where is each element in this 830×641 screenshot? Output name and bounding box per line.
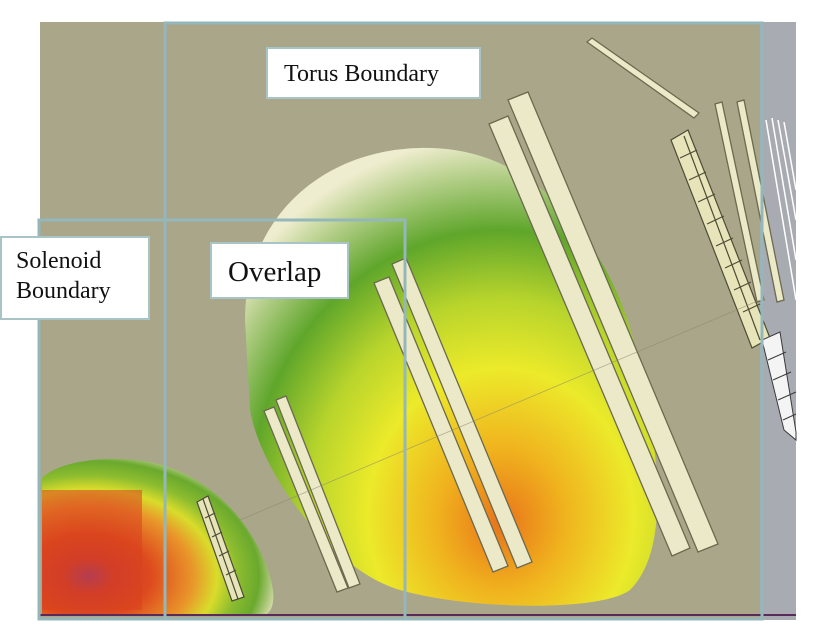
torus-boundary-text: Torus Boundary — [284, 61, 439, 87]
overlap-label: Overlap — [210, 242, 349, 299]
torus-boundary — [163, 21, 764, 621]
solenoid-label-line2: Boundary — [16, 278, 111, 304]
solenoid-boundary — [37, 218, 407, 621]
torus-boundary-label: Torus Boundary — [266, 47, 481, 99]
white-stack-edge — [761, 331, 797, 442]
segmented-stack-right — [670, 129, 771, 349]
overlap-text: Overlap — [228, 256, 322, 288]
solenoid-boundary-label: Solenoid Boundary — [0, 236, 150, 320]
solenoid-label-line1: Solenoid — [16, 248, 102, 274]
axis-line — [239, 299, 761, 521]
segmented-stack-small — [196, 495, 245, 602]
white-stripes — [765, 117, 797, 301]
torus-conductors — [263, 37, 785, 593]
solenoid-core — [42, 490, 142, 610]
